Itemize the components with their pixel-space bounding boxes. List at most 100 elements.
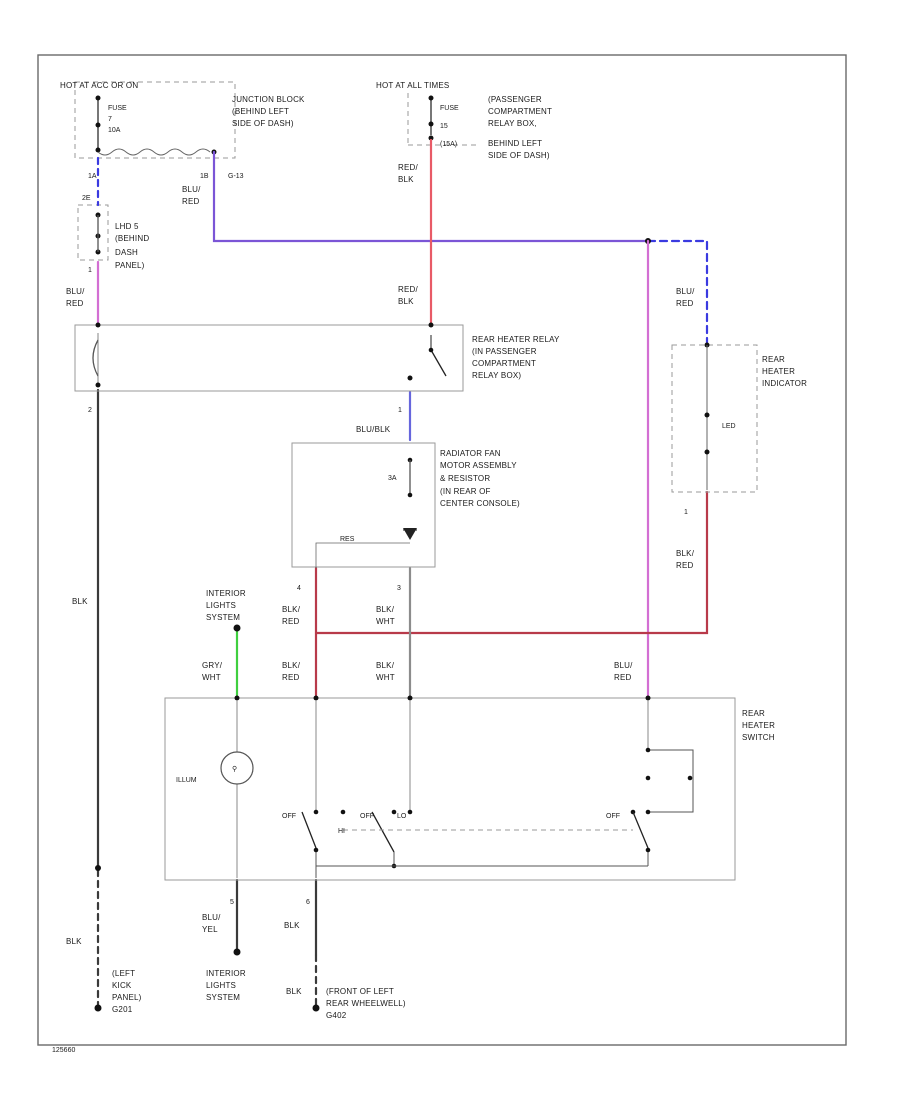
led-label: LED bbox=[722, 423, 736, 430]
wire-label-blk-wht-fan-a: BLK/ bbox=[376, 605, 395, 614]
wire-label-blk-bottom-left: BLK bbox=[66, 937, 82, 946]
lhd-label-4: PANEL) bbox=[115, 261, 145, 270]
lo-label: LO bbox=[397, 813, 407, 820]
wire-labels: 1A 2E 1B G-13 BLU/ RED 1 BLU/ RED RED/ B… bbox=[66, 163, 695, 996]
diagram-frame bbox=[37, 54, 847, 1046]
wire-label-blk-red-fan-a: BLK/ bbox=[282, 605, 301, 614]
fuse-right-1: FUSE bbox=[440, 105, 459, 112]
junction-block: HOT AT ACC OR ON FUSE 7 10A JUNCTION BLO… bbox=[60, 81, 305, 159]
relay-label-1: REAR HEATER RELAY bbox=[472, 335, 560, 344]
wire-label-blk-wht-sw-a: BLK/ bbox=[376, 661, 395, 670]
illum-bulb-icon bbox=[220, 751, 254, 785]
wire-label-term1-left: 1 bbox=[88, 267, 92, 274]
wire-label-blu-blk: BLU/BLK bbox=[356, 425, 391, 434]
fan-label-4: (IN REAR OF bbox=[440, 487, 491, 496]
interior-bottom-1: INTERIOR bbox=[206, 969, 246, 978]
fan-label-3: & RESISTOR bbox=[440, 474, 490, 483]
wire-label-red-blk-top-a: RED/ bbox=[398, 163, 418, 172]
wire-label-gry-wht-a: GRY/ bbox=[202, 661, 223, 670]
interior-top-3: SYSTEM bbox=[206, 613, 240, 622]
switch-label-1: REAR bbox=[742, 709, 765, 718]
wire-darkred-indicator bbox=[314, 490, 709, 635]
switch-label-3: SWITCH bbox=[742, 733, 775, 742]
wire-label-blk-red-sw-b: RED bbox=[282, 673, 300, 682]
ground-left-4: G201 bbox=[112, 1005, 133, 1014]
passenger-box-3: RELAY BOX, bbox=[488, 119, 537, 128]
passenger-box-2: COMPARTMENT bbox=[488, 107, 552, 116]
ground-right-icon bbox=[312, 1004, 320, 1012]
wire-label-term1-right: 1 bbox=[684, 509, 688, 516]
wire-label-blu-red-top-a: BLU/ bbox=[182, 185, 201, 194]
switch-terminal-5: 5 bbox=[230, 899, 234, 906]
interior-lights-top: INTERIOR LIGHTS SYSTEM bbox=[206, 589, 246, 622]
passenger-fuse-box: HOT AT ALL TIMES FUSE 15 (15A) (PASSENGE… bbox=[376, 81, 552, 160]
wire-label-2E: 2E bbox=[82, 195, 91, 202]
indicator-label-1: REAR bbox=[762, 355, 785, 364]
interior-bottom-2: LIGHTS bbox=[206, 981, 236, 990]
ground-right-3: G402 bbox=[326, 1011, 347, 1020]
rear-heater-indicator: LED REAR HEATER INDICATOR bbox=[671, 342, 807, 493]
ground-left-1: (LEFT bbox=[112, 969, 135, 978]
lhd-label-1: LHD 5 bbox=[115, 222, 139, 231]
wire-label-blk-bottom-mid: BLK bbox=[286, 987, 302, 996]
passenger-box-1: (PASSENGER bbox=[488, 95, 542, 104]
wire-label-blk-red-sw-a: BLK/ bbox=[282, 661, 301, 670]
ground-left: (LEFT KICK PANEL) G201 bbox=[94, 969, 141, 1014]
interior-bottom-3: SYSTEM bbox=[206, 993, 240, 1002]
relay-label-3: COMPARTMENT bbox=[472, 359, 536, 368]
fuse-left-2: 7 bbox=[108, 116, 112, 123]
power-left-label: HOT AT ACC OR ON bbox=[60, 81, 138, 90]
wire-blue-dashed-right bbox=[646, 239, 709, 347]
off-label-3: OFF bbox=[606, 813, 620, 820]
wire-label-term1-mid: 1 bbox=[398, 407, 402, 414]
wire-label-blk-wht-fan-b: WHT bbox=[376, 617, 395, 626]
wire-label-blu-yel-b: YEL bbox=[202, 925, 218, 934]
ground-left-2: KICK bbox=[112, 981, 132, 990]
wire-label-blk-left: BLK bbox=[72, 597, 88, 606]
illum-label: ILLUM bbox=[176, 777, 197, 784]
wire-label-gry-wht-b: WHT bbox=[202, 673, 221, 682]
wire-label-connector: G-13 bbox=[228, 173, 244, 180]
wire-label-red-blk-relay-a: RED/ bbox=[398, 285, 418, 294]
fuse-left-3: 10A bbox=[108, 127, 121, 134]
switch-terminal-6: 6 bbox=[306, 899, 310, 906]
power-right-label: HOT AT ALL TIMES bbox=[376, 81, 449, 90]
junction-label-1: JUNCTION BLOCK bbox=[232, 95, 305, 104]
indicator-label-3: INDICATOR bbox=[762, 379, 807, 388]
wire-label-term3: 3 bbox=[397, 585, 401, 592]
wire-label-blu-yel-a: BLU/ bbox=[202, 913, 221, 922]
wire-label-blu-red-ind-a: BLU/ bbox=[676, 287, 695, 296]
rear-heater-relay: REAR HEATER RELAY (IN PASSENGER COMPARTM… bbox=[74, 322, 560, 392]
fan-label-1: RADIATOR FAN bbox=[440, 449, 501, 458]
fan-label-2: MOTOR ASSEMBLY bbox=[440, 461, 517, 470]
wire-label-term2-left: 2 bbox=[88, 407, 92, 414]
radiator-fan-assembly: 3A RES RADIATOR FAN MOTOR ASSEMBLY & RES… bbox=[291, 442, 520, 568]
fuse-left-1: FUSE bbox=[108, 105, 127, 112]
wire-label-1A: 1A bbox=[88, 173, 97, 180]
wire-label-blu-red-top-b: RED bbox=[182, 197, 200, 206]
junction-label-2: (BEHIND LEFT bbox=[232, 107, 289, 116]
relay-label-2: (IN PASSENGER bbox=[472, 347, 537, 356]
interior-lights-bottom: INTERIOR LIGHTS SYSTEM bbox=[206, 969, 246, 1002]
wire-label-blu-red-ind-b: RED bbox=[676, 299, 694, 308]
lhd-label-3: DASH bbox=[115, 248, 138, 257]
wire-label-blk-red-ind-b: RED bbox=[676, 561, 694, 570]
hi-label: HI bbox=[338, 828, 345, 835]
off-label-2: OFF bbox=[360, 813, 374, 820]
ground-left-icon bbox=[94, 1004, 102, 1012]
wire-label-blu-red-sw-b: RED bbox=[614, 673, 632, 682]
wire-label-1B: 1B bbox=[200, 173, 209, 180]
lhd-label-2: (BEHIND bbox=[115, 234, 149, 243]
fuse-right-2: 15 bbox=[440, 123, 448, 130]
wire-label-blk-red-fan-b: RED bbox=[282, 617, 300, 626]
lhd-connector: LHD 5 (BEHIND DASH PANEL) bbox=[77, 204, 149, 270]
fan-label-5: CENTER CONSOLE) bbox=[440, 499, 520, 508]
wire-label-blk-red-ind-a: BLK/ bbox=[676, 549, 695, 558]
ground-right-2: REAR WHEELWELL) bbox=[326, 999, 406, 1008]
switch-label-2: HEATER bbox=[742, 721, 775, 730]
wire-purple-main bbox=[212, 150, 650, 243]
wire-label-blk-wht-sw-b: WHT bbox=[376, 673, 395, 682]
ground-right-1: (FRONT OF LEFT bbox=[326, 987, 394, 996]
interior-top-1: INTERIOR bbox=[206, 589, 246, 598]
